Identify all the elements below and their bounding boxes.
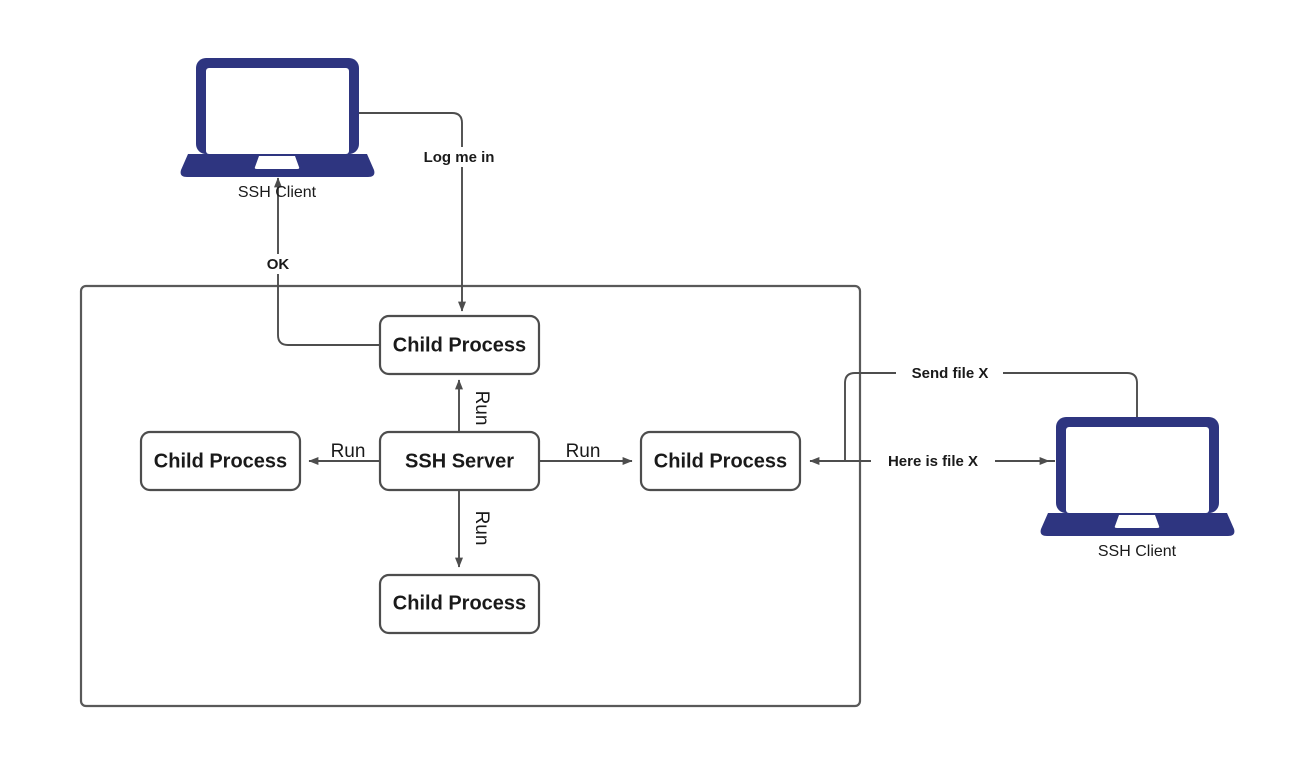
node-ssh-server-rect[interactable] [378, 430, 541, 492]
node-child-process-right-label: Child Process [654, 450, 787, 472]
edge-label-log-me-in: Log me in [424, 149, 495, 166]
edge-ok-path [274, 177, 379, 346]
device-ssh-client-right-label: SSH Client [1098, 543, 1177, 560]
device-ssh-client-top-label: SSH Client [238, 184, 317, 201]
node-child-process-top[interactable]: Child Process [378, 314, 541, 376]
node-ssh-server[interactable]: SSH Server [378, 430, 541, 492]
node-child-process-bottom[interactable]: Child Process [378, 573, 541, 635]
laptop-icon [180, 58, 375, 177]
node-child-process-left-label: Child Process [154, 450, 287, 472]
edge-label-run-down: Run [471, 511, 492, 546]
node-child-process-right-rect[interactable] [639, 430, 802, 492]
node-child-process-bottom-rect[interactable] [378, 573, 541, 635]
edge-ok: OK [259, 177, 379, 346]
edge-run-up: Run [455, 379, 492, 431]
edge-log-me-in-path [359, 112, 466, 312]
device-ssh-client-top[interactable]: SSH Client [180, 58, 375, 201]
node-child-process-bottom-label: Child Process [393, 592, 526, 614]
node-child-process-right[interactable]: Child Process [639, 430, 802, 492]
laptop-icon [1040, 417, 1235, 536]
edge-label-run-up: Run [471, 391, 492, 426]
edge-label-run-right: Run [566, 441, 601, 462]
server-host-boundary [79, 284, 862, 708]
edge-run-left: Run [308, 441, 379, 465]
edge-send-file-x: Send file X [844, 363, 1138, 461]
node-ssh-server-label: SSH Server [405, 450, 514, 472]
edge-label-here-is-file-x: Here is file X [888, 453, 978, 470]
node-child-process-left[interactable]: Child Process [139, 430, 302, 492]
edge-label-ok: OK [267, 256, 290, 273]
edge-run-right: Run [540, 441, 633, 465]
node-child-process-top-label: Child Process [393, 334, 526, 356]
edge-label-run-left: Run [331, 441, 366, 462]
node-child-process-left-rect[interactable] [139, 430, 302, 492]
edge-run-down: Run [455, 490, 492, 568]
node-child-process-top-rect[interactable] [378, 314, 541, 376]
edge-log-me-in: Log me in [359, 112, 505, 312]
edge-label-send-file-x: Send file X [912, 365, 989, 382]
edge-here-is-file-x: Here is file X [809, 451, 1055, 471]
device-ssh-client-right[interactable]: SSH Client [1040, 417, 1235, 560]
